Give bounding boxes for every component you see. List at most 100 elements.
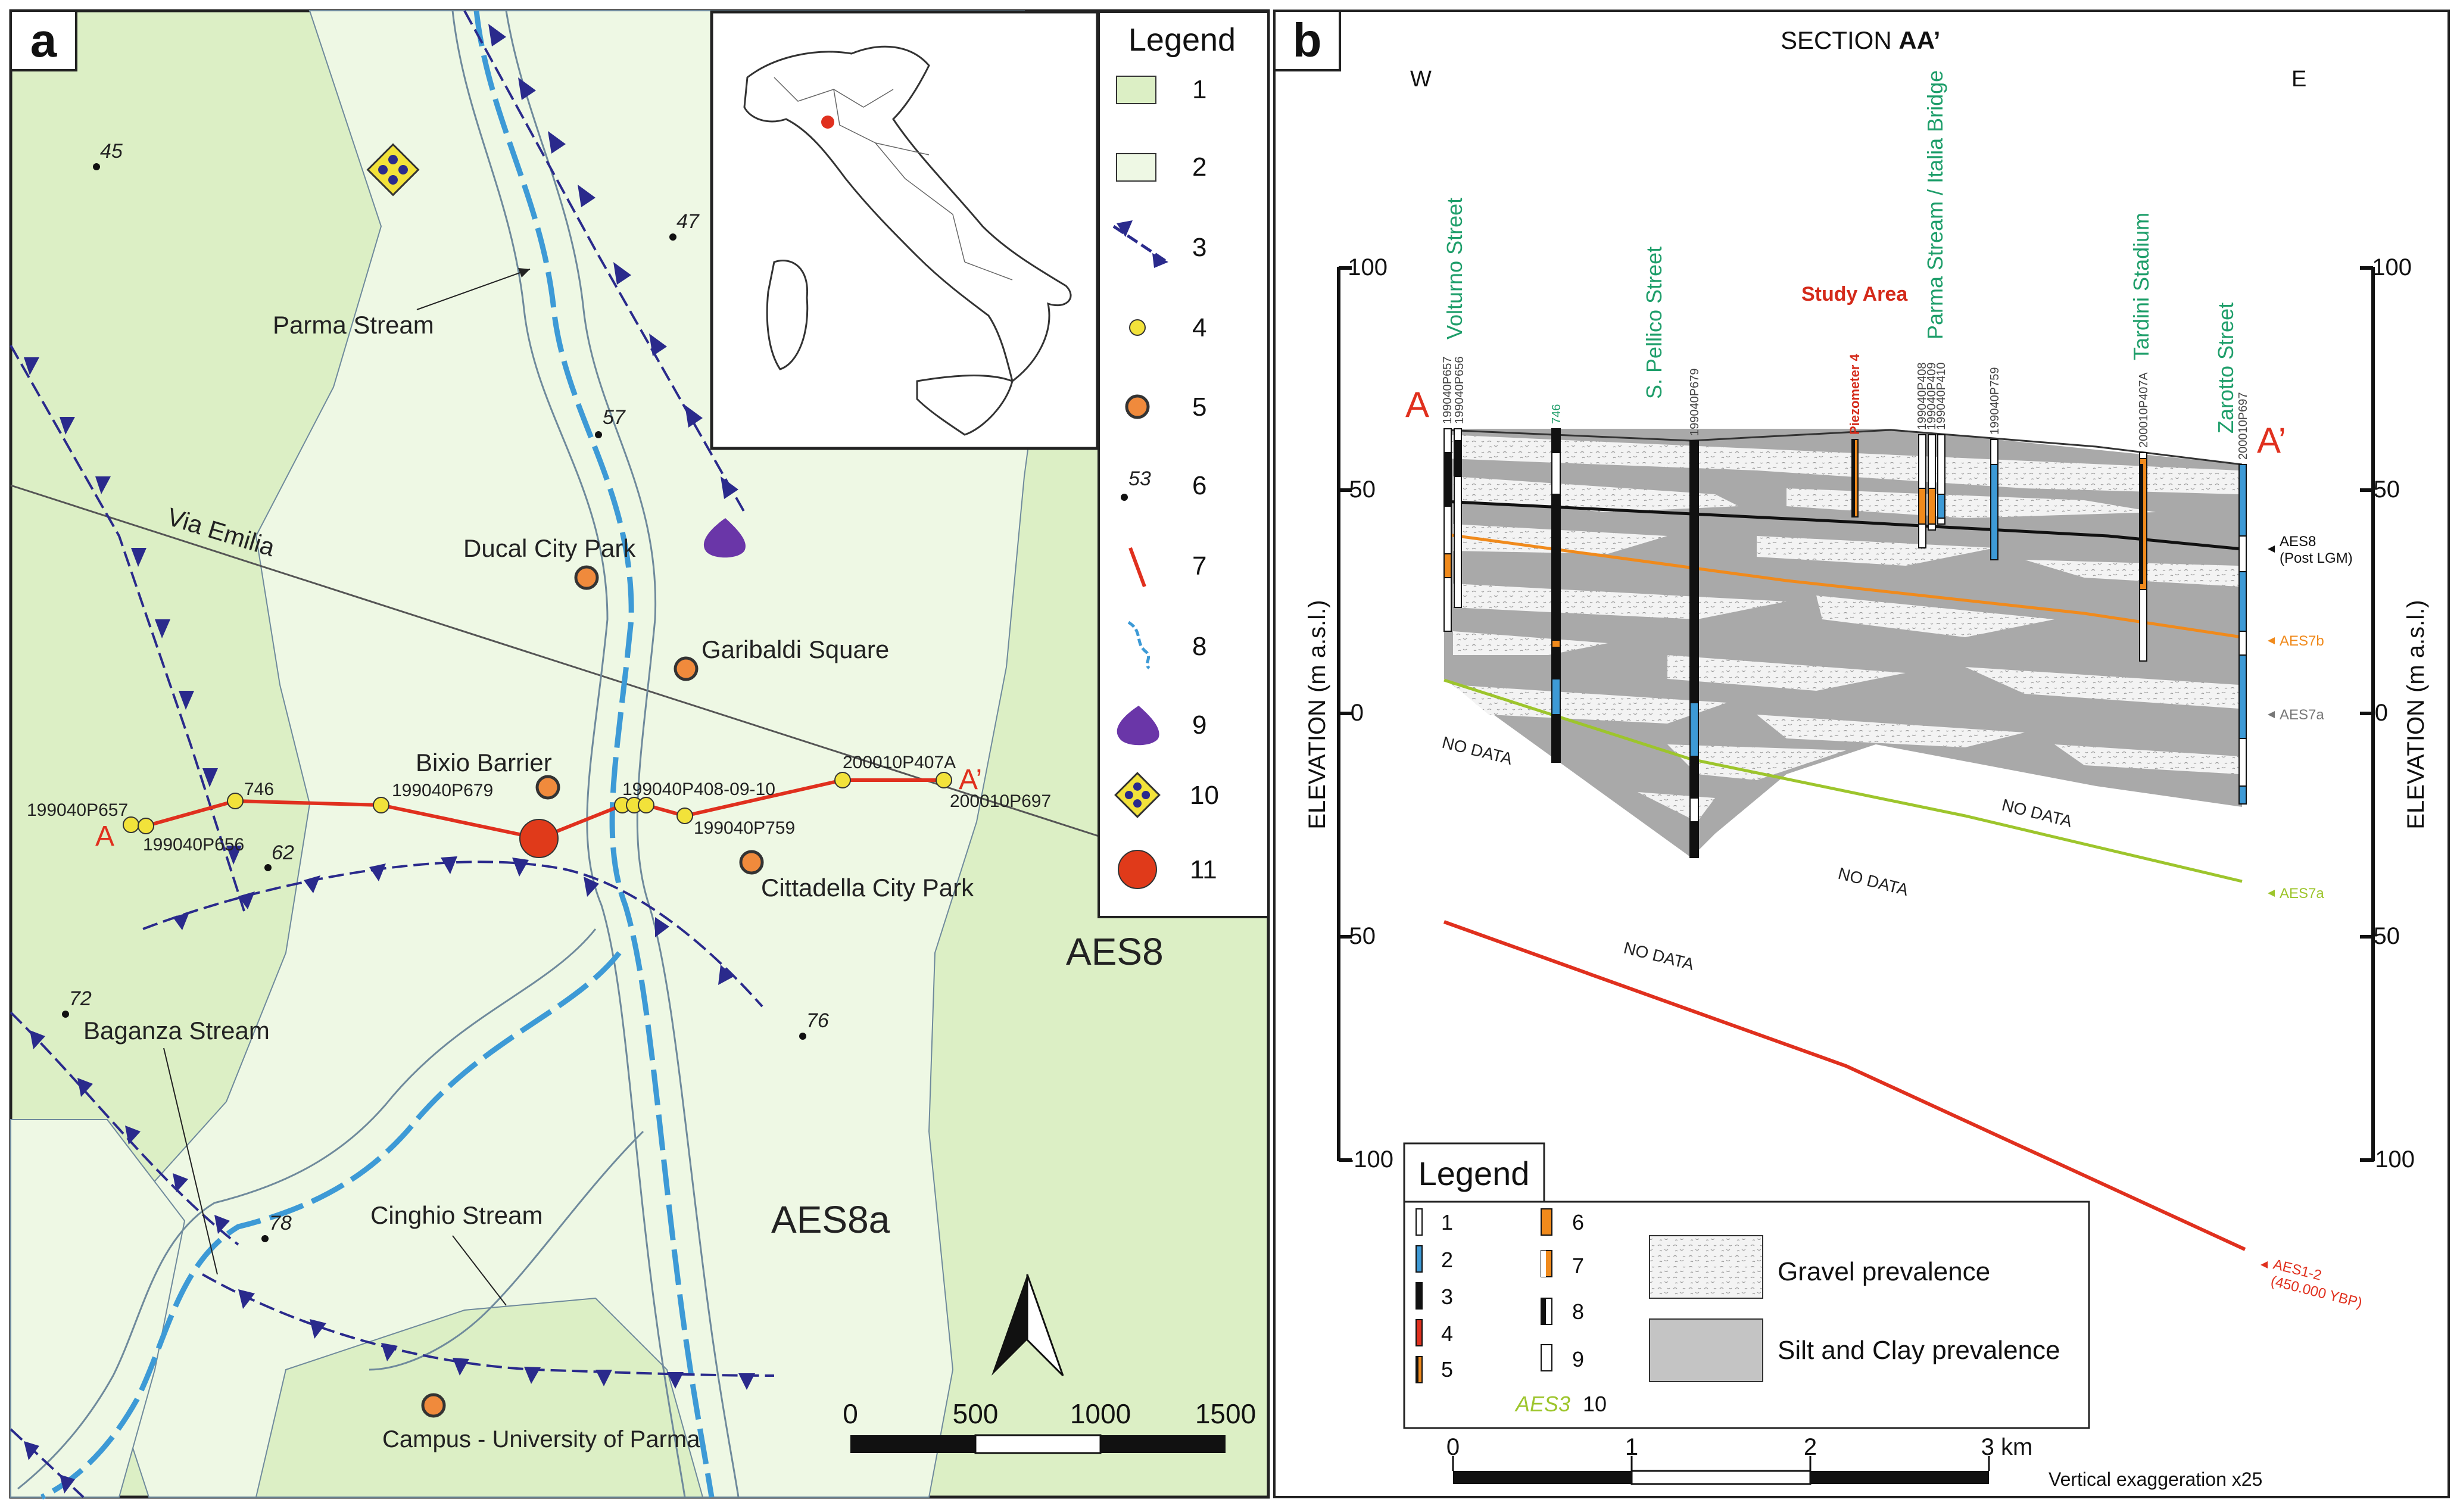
- section-legend: Legend 1 2 3 4 5 6 7 8 9 AES3 10 G: [1403, 1142, 2090, 1429]
- gravel-label: Gravel prevalence: [1778, 1257, 1990, 1286]
- sl-9-swatch: [1541, 1344, 1552, 1371]
- sl-3-swatch: [1415, 1282, 1423, 1310]
- spot-heights: 45 47 57 62 72 76 78: [62, 140, 829, 1242]
- spot-height-45: 45: [100, 140, 123, 163]
- sl-aes3: AES3: [1514, 1392, 1570, 1416]
- y-tick-0-right: 0: [2375, 700, 2388, 726]
- legend-7-number: 7: [1192, 551, 1206, 581]
- borehole-199040p679[interactable]: [373, 797, 389, 813]
- borehole-199040p759[interactable]: [676, 808, 693, 824]
- y-axis-label-right: ELEVATION (m a.s.l.): [2403, 600, 2429, 829]
- street-s-pellico: S. Pellico Street: [1642, 247, 1666, 399]
- gravel-swatch: [1649, 1235, 1763, 1299]
- panel-a-label-box: [10, 10, 77, 71]
- silt-swatch: [1649, 1318, 1763, 1382]
- borehole-200010p697[interactable]: [936, 772, 952, 788]
- y-tick-50-right: 50: [2374, 476, 2400, 503]
- legend-thrust-icon: [1112, 220, 1168, 268]
- borehole-199040p656[interactable]: [138, 818, 154, 834]
- legend-swatch-1: [1116, 76, 1156, 104]
- label-200010p697: 200010P697: [950, 791, 1051, 811]
- parma-location-marker: [821, 116, 834, 129]
- legend-site-icon: [1125, 394, 1150, 419]
- spot-height-47: 47: [676, 210, 700, 233]
- legend-1-number: 1: [1192, 75, 1206, 104]
- silt-label: Silt and Clay prevalence: [1778, 1336, 2060, 1365]
- sl-9: 9: [1572, 1347, 1584, 1371]
- left-elevation-axis: [1337, 266, 1352, 1162]
- sl-4: 4: [1441, 1321, 1453, 1346]
- street-labels: Volturno Street S. Pellico Street Parma …: [1442, 70, 2238, 434]
- site-cittadella-park[interactable]: [739, 850, 764, 875]
- y-axis-label-left: ELEVATION (m a.s.l.): [1304, 600, 1330, 829]
- thrust-front-southwest: [10, 1011, 239, 1246]
- legend-11-number: 11: [1190, 855, 1217, 884]
- site-bixio-barrier[interactable]: [535, 775, 560, 800]
- legend-stream-icon: [1127, 621, 1151, 670]
- parma-stream-label: Parma Stream: [273, 311, 434, 339]
- study-area-label: Study Area: [1801, 283, 1908, 305]
- sl-3: 3: [1441, 1285, 1453, 1309]
- map-legend-title: Legend: [1128, 22, 1236, 58]
- y-tick-m100-left: -100: [1346, 1146, 1393, 1173]
- baganza-stream-bank: [17, 928, 597, 1490]
- spot-height-78: 78: [269, 1212, 292, 1234]
- parma-stream-pointer: [416, 269, 531, 310]
- sl-1-swatch: [1415, 1208, 1423, 1236]
- sicily-outline: [916, 375, 1014, 436]
- y-tick-100-left: 100: [1348, 254, 1388, 280]
- sl-8: 8: [1572, 1299, 1584, 1324]
- thrust-front-west: [10, 345, 245, 912]
- study-area-marker[interactable]: [519, 819, 559, 858]
- thrust-front-central: [142, 856, 763, 1008]
- unit-aes8-note: (Post LGM): [2280, 550, 2353, 566]
- site-garibaldi-square[interactable]: [674, 656, 699, 681]
- legend-study-area-icon: [1118, 850, 1157, 889]
- sl-2: 2: [1441, 1248, 1453, 1272]
- cinghio-stream-pointer: [452, 1235, 507, 1306]
- well-199040p679: 199040P679: [1688, 369, 1701, 436]
- legend-10-number: 10: [1190, 781, 1219, 810]
- aes8-base-line: [1443, 500, 2243, 551]
- spring-icon[interactable]: [703, 518, 746, 558]
- spot-height-57: 57: [603, 406, 626, 429]
- aes12-base-line: [1443, 920, 2246, 1251]
- label-199040p656: 199040P656: [143, 835, 244, 855]
- site-ducal-park[interactable]: [574, 565, 599, 590]
- legend-8-number: 8: [1192, 632, 1206, 661]
- y-tick-50-left: 50: [1349, 476, 1376, 503]
- site-campus[interactable]: [421, 1393, 446, 1418]
- borehole-746[interactable]: [227, 793, 244, 809]
- legend-2-number: 2: [1192, 152, 1206, 182]
- borehole-labels: 199040P657 199040P656 746 199040P679 199…: [27, 753, 1051, 855]
- legend-swatch-2: [1116, 153, 1156, 182]
- km-0: 0: [1446, 1434, 1460, 1460]
- unit-aes8: AES8: [2280, 534, 2316, 550]
- garibaldi-label: Garibaldi Square: [701, 635, 889, 663]
- legend-5-number: 5: [1192, 392, 1206, 422]
- unit-aes7b: AES7b: [2280, 633, 2324, 649]
- spot-height-72: 72: [69, 987, 92, 1010]
- km-scale-bar: 0 1 2 3 km Vertical exaggeration x25: [1446, 1434, 2262, 1490]
- aes8-unit-label: AES8: [1066, 930, 1164, 973]
- parma-stream-axis: [473, 10, 715, 1498]
- well-199040p657: 199040P657: [1441, 357, 1454, 424]
- section-line-aa: [130, 778, 944, 841]
- section-legend-title: Legend: [1418, 1155, 1530, 1192]
- borehole-199040p410[interactable]: [638, 797, 654, 813]
- sl-7: 7: [1572, 1254, 1584, 1278]
- italy-inset: [710, 10, 1099, 450]
- borehole-200010p407a[interactable]: [834, 772, 851, 788]
- quarry-icon[interactable]: [366, 143, 420, 197]
- legend-section-line-icon: [1128, 547, 1146, 588]
- sl-5: 5: [1441, 1357, 1453, 1382]
- section-borehole-columns: [1443, 428, 2247, 858]
- y-tick-m50-right: -50: [2365, 923, 2400, 949]
- aes7b-base-line: [1443, 532, 2243, 639]
- italy-outline: [743, 45, 1072, 383]
- thrust-front-south: [202, 1273, 775, 1390]
- street-parma-italia-bridge: Parma Stream / Italia Bridge: [1923, 70, 1947, 339]
- label-746: 746: [244, 780, 274, 799]
- legend-9-number: 9: [1192, 710, 1206, 740]
- italy-internal-borders: [774, 77, 1013, 280]
